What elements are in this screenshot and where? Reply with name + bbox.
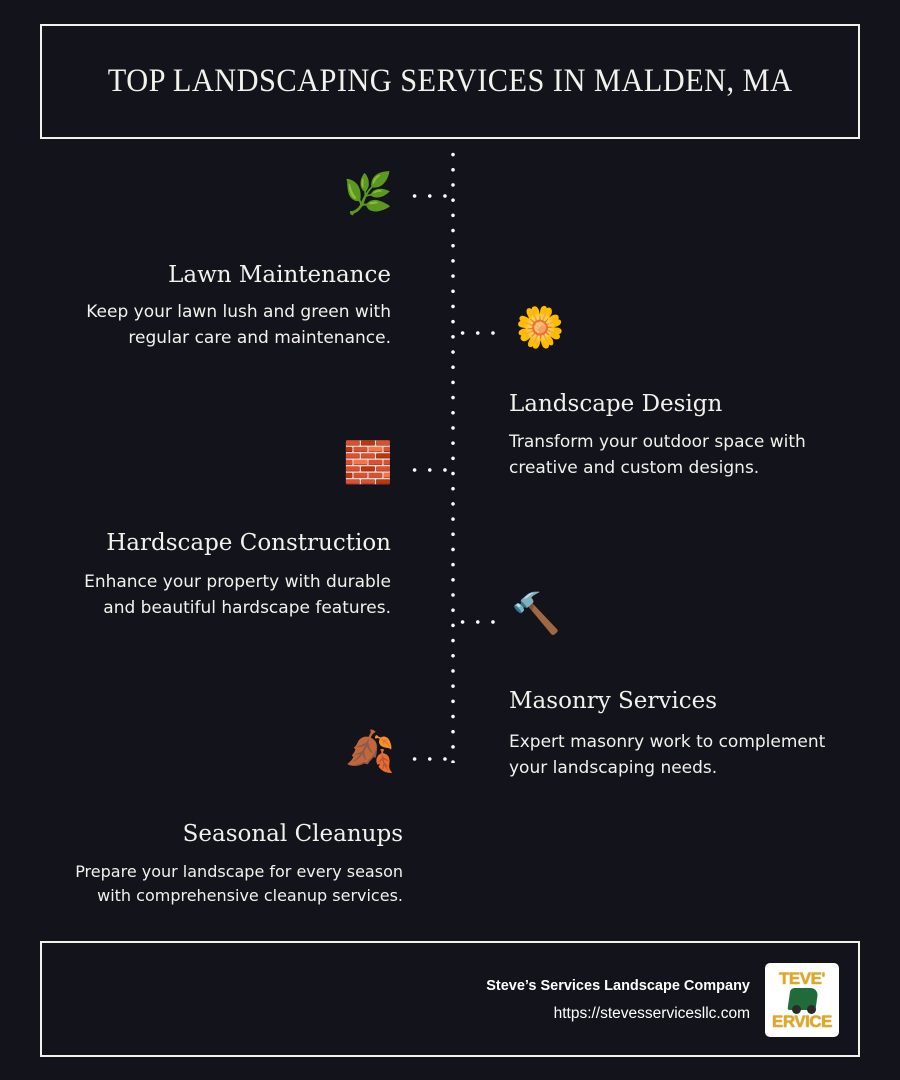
connector-seasonal-cleanups [407,757,453,761]
fallen-leaf-icon: 🍂 [345,729,395,775]
timeline-dotted-line [451,147,455,763]
herb-icon: 🌿 [343,171,393,217]
connector-masonry-services [455,620,501,624]
connector-landscape-design [455,331,501,335]
sunflower-icon: 🌼 [515,305,565,351]
title-banner: TOP LANDSCAPING SERVICES IN MALDEN, MA [40,24,860,139]
connector-lawn-maintenance [407,194,453,198]
brick-icon: 🧱 [343,440,393,486]
logo-bottom-text: ERVICE [772,1012,833,1031]
wheel-icon [807,1005,816,1014]
company-url-link[interactable]: https://stevesservicesllc.com [553,1005,750,1022]
service-description-lawn-maintenance: Keep your lawn lush and green with regul… [86,302,391,348]
footer: Steve’s Services Landscape Company https… [40,941,860,1057]
page-title: TOP LANDSCAPING SERVICES IN MALDEN, MA [107,63,793,99]
hammer-icon: 🔨 [511,591,561,637]
service-description-hardscape-construction: Enhance your property with durable and b… [84,572,391,618]
company-name: Steve’s Services Landscape Company [486,978,750,994]
service-description-landscape-design: Transform your outdoor space with creati… [509,432,806,478]
service-title-masonry-services: Masonry Services [509,688,718,714]
connector-hardscape-construction [407,468,453,472]
service-title-seasonal-cleanups: Seasonal Cleanups [182,821,403,847]
service-title-lawn-maintenance: Lawn Maintenance [168,262,391,288]
service-title-hardscape-construction: Hardscape Construction [106,530,391,556]
company-logo: TEVE' ERVICE [765,963,839,1037]
service-description-masonry-services: Expert masonry work to complement your l… [509,732,826,778]
service-description-seasonal-cleanups: Prepare your landscape for every season … [75,862,403,905]
logo-top-text: TEVE' [779,969,825,988]
service-title-landscape-design: Landscape Design [509,391,723,417]
wheel-icon [792,1005,801,1014]
